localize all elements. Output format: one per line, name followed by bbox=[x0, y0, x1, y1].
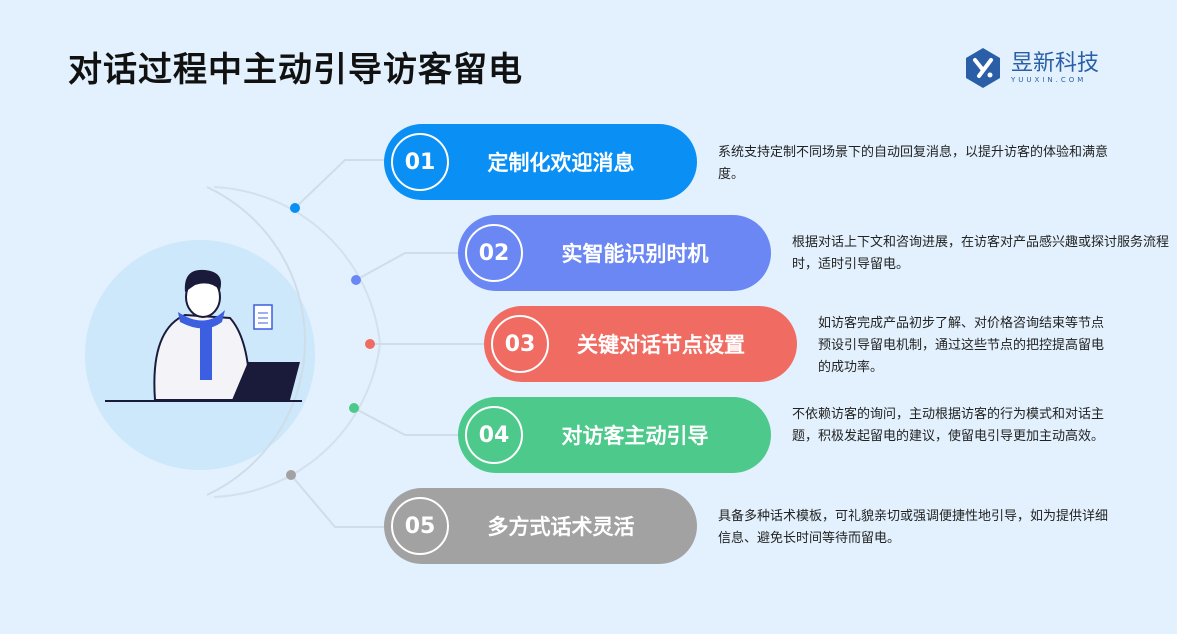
step-pill-1: 01 定制化欢迎消息 bbox=[384, 124, 697, 200]
step-number: 03 bbox=[491, 315, 549, 373]
node-dot-5 bbox=[286, 470, 296, 480]
logo-name: 昱新科技 bbox=[1011, 51, 1100, 76]
step-number: 05 bbox=[391, 497, 449, 555]
step-pill-2: 02 实智能识别时机 bbox=[458, 215, 771, 291]
node-dot-3 bbox=[365, 339, 375, 349]
logo-hexagon-icon bbox=[966, 48, 1000, 88]
step-description-1: 系统支持定制不同场景下的自动回复消息，以提升访客的体验和满意度。 bbox=[718, 145, 1109, 182]
step-description-4: 不依赖访客的询问，主动根据访客的行为模式和对话主题，积极发起留电的建议，使留电引… bbox=[792, 407, 1105, 444]
page-title: 对话过程中主动引导访客留电 bbox=[68, 50, 523, 90]
step-label: 多方式话术灵活 bbox=[487, 515, 635, 539]
step-pill-5: 05 多方式话术灵活 bbox=[384, 488, 697, 564]
step-number: 02 bbox=[465, 224, 523, 282]
node-dot-4 bbox=[349, 403, 359, 413]
node-dot-1 bbox=[290, 203, 300, 213]
step-number: 01 bbox=[391, 133, 449, 191]
brand-logo: 昱新科技 YUUXIN.COM bbox=[963, 46, 1099, 90]
step-number: 04 bbox=[465, 406, 523, 464]
step-label: 定制化欢迎消息 bbox=[487, 151, 635, 175]
node-dot-2 bbox=[351, 275, 361, 285]
step-label: 对访客主动引导 bbox=[561, 424, 709, 448]
step-label: 关键对话节点设置 bbox=[577, 333, 745, 357]
step-label: 实智能识别时机 bbox=[561, 242, 709, 266]
step-description-2: 根据对话上下文和咨询进展，在访客对产品感兴趣或探讨服务流程时，适时引导留电。 bbox=[792, 235, 1170, 272]
step-description-5: 具备多种话术模板，可礼貌亲切或强调便捷性地引导，如为提供详细信息、避免长时间等待… bbox=[718, 509, 1109, 546]
step-pill-3: 03 关键对话节点设置 bbox=[484, 306, 797, 382]
logo-domain: YUUXIN.COM bbox=[1011, 76, 1087, 84]
step-pill-4: 04 对访客主动引导 bbox=[458, 397, 771, 473]
person-at-laptop-illustration bbox=[105, 269, 302, 402]
step-description-3: 如访客完成产品初步了解、对价格咨询结束等节点预设引导留电机制，通过这些节点的把控… bbox=[818, 316, 1105, 375]
